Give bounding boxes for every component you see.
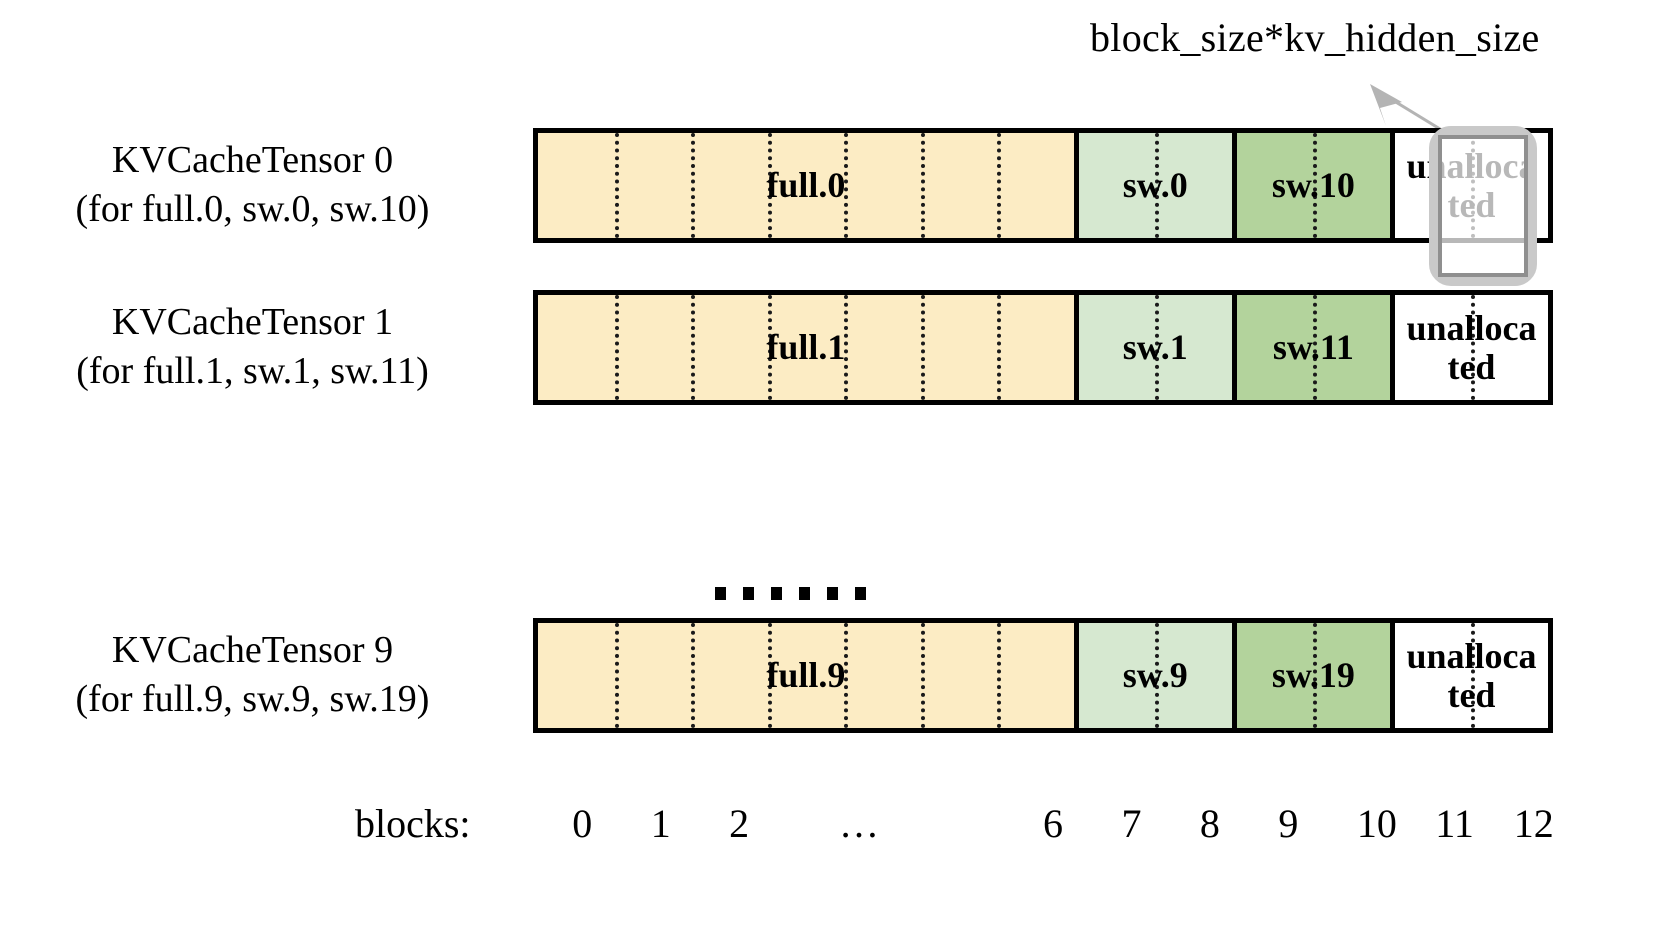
block-dividers xyxy=(1237,133,1390,238)
ellipsis-dot xyxy=(854,586,866,600)
tensor-segment-label: full.0 xyxy=(766,165,846,206)
tensor-segment-full[interactable]: full.0 xyxy=(538,133,1074,238)
block-dividers xyxy=(1079,295,1232,400)
tensor-segment-label: full.1 xyxy=(766,327,846,368)
tensor-segment-full[interactable]: full.1 xyxy=(538,295,1074,400)
tensor-segment-sw-dark[interactable]: sw.11 xyxy=(1231,295,1390,400)
ellipsis-dot xyxy=(826,586,838,600)
tensor-row-label: KVCacheTensor 9 (for full.9, sw.9, sw.19) xyxy=(0,600,505,750)
tensor-segment-sw-light[interactable]: sw.0 xyxy=(1073,133,1232,238)
ellipsis-dot xyxy=(770,586,782,600)
tensor-row-label-sub: (for full.1, sw.1, sw.11) xyxy=(76,350,429,392)
tensor-segment-label: sw.0 xyxy=(1122,165,1188,206)
tensor-segment-label: full.9 xyxy=(766,655,846,696)
block-dividers xyxy=(538,295,1074,400)
block-dividers xyxy=(1395,295,1548,400)
tensor-row-label-sub: (for full.9, sw.9, sw.19) xyxy=(75,678,430,720)
ellipsis-dot xyxy=(742,586,754,600)
tensor-row: KVCacheTensor 0 (for full.0, sw.0, sw.10)… xyxy=(0,110,1676,260)
tensor-segment-full[interactable]: full.9 xyxy=(538,623,1074,728)
block-dividers xyxy=(538,133,1074,238)
ellipsis-dot xyxy=(798,586,810,600)
tensor-row: KVCacheTensor 9 (for full.9, sw.9, sw.19)… xyxy=(0,600,1676,750)
block-dividers xyxy=(538,623,1074,728)
tensor-segment-label: sw.10 xyxy=(1271,165,1355,206)
rows-ellipsis xyxy=(690,568,890,618)
axis-title: blocks: xyxy=(355,801,471,846)
tensor-segment-label: sw.9 xyxy=(1122,655,1188,696)
block-dividers xyxy=(1237,295,1390,400)
tensor-row-label: KVCacheTensor 0 (for full.0, sw.0, sw.10) xyxy=(0,110,505,260)
tensor-segment-label: sw.19 xyxy=(1271,655,1355,696)
tensor-segment-sw-light[interactable]: sw.1 xyxy=(1073,295,1232,400)
tensor-row-label-main: KVCacheTensor 1 xyxy=(111,301,394,344)
callout-label: block_size*kv_hidden_size xyxy=(1090,15,1540,60)
tensor-row: KVCacheTensor 1 (for full.1, sw.1, sw.11)… xyxy=(0,272,1676,422)
block-dividers xyxy=(1237,623,1390,728)
block-dividers xyxy=(1395,623,1548,728)
block-highlight-box[interactable] xyxy=(1429,126,1537,286)
tensor-row-label-main: KVCacheTensor 0 xyxy=(111,139,394,182)
tensor-row-label-sub: (for full.0, sw.0, sw.10) xyxy=(75,188,430,230)
tensor-segment-sw-light[interactable]: sw.9 xyxy=(1073,623,1232,728)
tensor-row-label: KVCacheTensor 1 (for full.1, sw.1, sw.11) xyxy=(0,272,505,422)
tensor-segment-label: sw.11 xyxy=(1272,327,1354,368)
tensor-row-label-main: KVCacheTensor 9 xyxy=(111,629,394,672)
tensor-segment-sw-dark[interactable]: sw.10 xyxy=(1231,133,1390,238)
block-dividers xyxy=(1079,623,1232,728)
tensor-segment-sw-dark[interactable]: sw.19 xyxy=(1231,623,1390,728)
block-dividers xyxy=(1079,133,1232,238)
tensor-segment-label: sw.1 xyxy=(1122,327,1188,368)
ellipsis-dot xyxy=(714,586,726,600)
